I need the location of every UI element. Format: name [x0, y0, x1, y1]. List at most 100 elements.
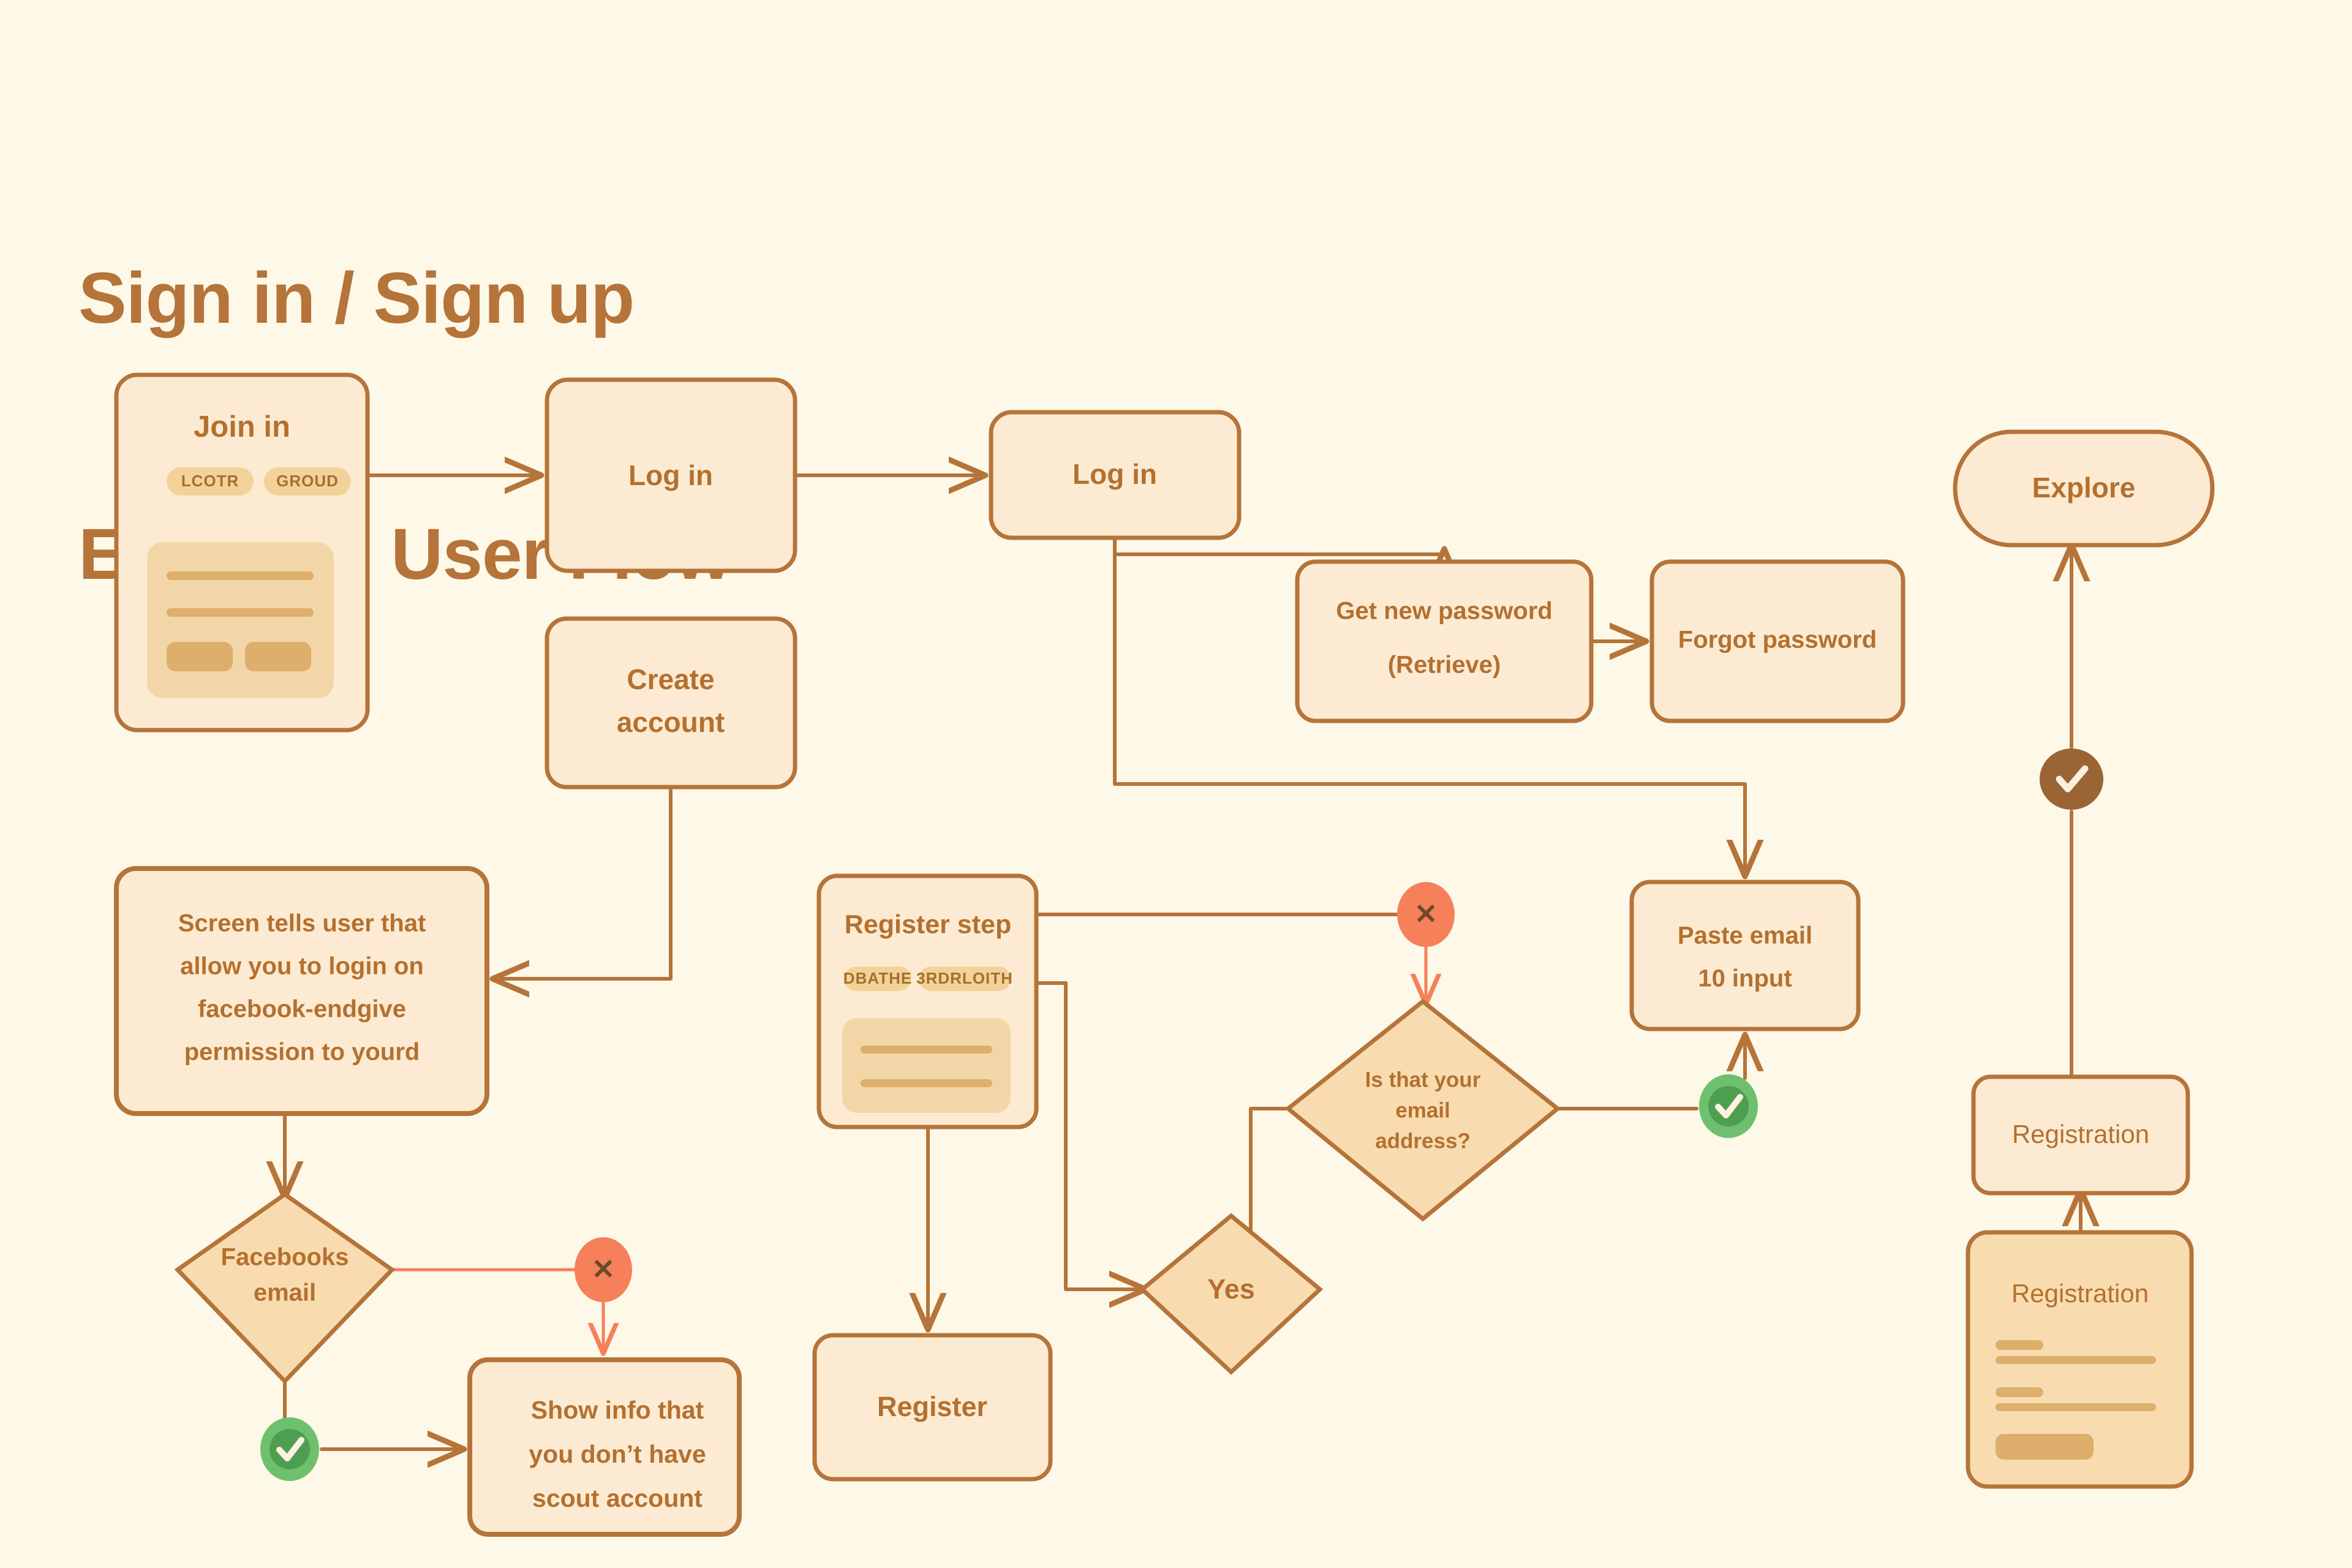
- join-in-input-line-1: [167, 571, 314, 580]
- chip-register-2[interactable]: [919, 967, 1011, 991]
- node-create-account-body: [545, 616, 797, 790]
- node-is-that-your-email-line-2: email: [1395, 1098, 1450, 1122]
- node-screen-tells-line-4: permission to yourd: [184, 1039, 420, 1066]
- join-in-input-line-2: [167, 608, 314, 617]
- edge-createaccount-to-screen: [496, 785, 673, 979]
- node-join-in[interactable]: Join in LCOTR GROUD: [114, 372, 370, 733]
- node-facebooks-email-label-1: Facebooks: [221, 1244, 349, 1271]
- title-line-1: Sign in / Sign up: [78, 258, 635, 339]
- node-create-account[interactable]: Create account: [545, 616, 797, 790]
- node-is-that-your-email-body: [1284, 998, 1561, 1222]
- badge-error-register-step-circle: [1397, 882, 1455, 947]
- node-show-info-line-3: scout account: [532, 1484, 703, 1512]
- node-paste-email-body: [1629, 880, 1861, 1031]
- node-get-new-password-label-1: Get new password: [1336, 598, 1552, 625]
- badge-success-email[interactable]: [1699, 1074, 1758, 1138]
- node-registration-1-body: [1971, 1074, 2190, 1196]
- node-show-info-line-2: you don’t have: [529, 1440, 706, 1468]
- node-show-info-line-1: Show info that: [531, 1396, 704, 1424]
- register-step-input-line-1: [861, 1046, 992, 1054]
- badge-neutral-explore-circle: [2040, 748, 2103, 810]
- node-paste-email-label-2: 10 input: [1698, 965, 1792, 992]
- node-screen-tells-line-2: allow you to login on: [180, 953, 424, 980]
- chip-join-1[interactable]: [167, 467, 254, 496]
- node-forgot-password[interactable]: Forgot password: [1649, 559, 1905, 723]
- registration-2-field-line-2: [1996, 1403, 2156, 1411]
- chip-register-2-label: 3RDRLOITH: [916, 969, 1013, 987]
- node-screen-tells-user-body: [114, 866, 489, 1116]
- registration-2-submit-button[interactable]: [1996, 1434, 2094, 1460]
- node-show-info[interactable]: Show info that you don’t have scout acco…: [467, 1357, 742, 1537]
- node-paste-email[interactable]: Paste email 10 input: [1629, 880, 1861, 1031]
- registration-2-field-line-1: [1996, 1356, 2156, 1364]
- chip-register-1-label: DBATHE: [843, 969, 912, 987]
- registration-2-field-label-2: [1996, 1387, 2043, 1397]
- chip-register-1[interactable]: [844, 967, 911, 991]
- node-yes-label: Yes: [1207, 1273, 1255, 1305]
- node-yes[interactable]: Yes: [1139, 1213, 1324, 1375]
- edge-registerstep-to-yes: [1035, 981, 1142, 1289]
- node-show-info-body: [467, 1357, 742, 1537]
- node-forgot-password-label: Forgot password: [1678, 627, 1877, 654]
- node-explore[interactable]: Explore: [1953, 429, 2215, 548]
- chip-join-1-label: LCOTR: [181, 472, 239, 490]
- node-get-new-password-body: [1295, 559, 1594, 723]
- node-register-step-label: Register step: [845, 910, 1011, 939]
- node-log-in-2-label: Log in: [1072, 458, 1157, 490]
- chip-join-2[interactable]: [264, 467, 351, 496]
- node-facebooks-email-body: [174, 1191, 396, 1385]
- badge-success-email-inner: [1708, 1086, 1749, 1126]
- badge-success-facebooks[interactable]: [260, 1417, 319, 1481]
- edge-login2-to-pasteemail: [1113, 536, 1745, 873]
- node-registration-2[interactable]: Registration: [1966, 1230, 2194, 1489]
- x-icon: ✕: [592, 1253, 616, 1285]
- node-create-account-label-2: account: [617, 706, 725, 738]
- node-log-in-1-label: Log in: [628, 459, 713, 491]
- node-registration-2-label: Registration: [2011, 1279, 2149, 1308]
- node-register[interactable]: Register: [812, 1333, 1053, 1482]
- check-icon: [1715, 1094, 1743, 1118]
- badge-error-register-step[interactable]: ✕: [1397, 882, 1455, 947]
- node-get-new-password[interactable]: Get new password (Retrieve): [1295, 559, 1594, 723]
- node-register-step[interactable]: Register step DBATHE 3RDRLOITH: [816, 873, 1039, 1129]
- node-register-body: [812, 1333, 1053, 1482]
- node-explore-body: [1953, 429, 2215, 548]
- node-registration-1-label: Registration: [2012, 1120, 2149, 1148]
- node-is-that-your-email-line-3: address?: [1375, 1129, 1471, 1153]
- node-register-label: Register: [877, 1391, 987, 1422]
- check-icon: [276, 1437, 304, 1461]
- node-is-that-your-email-line-1: Is that your: [1365, 1068, 1481, 1091]
- node-screen-tells-line-1: Screen tells user that: [178, 910, 426, 937]
- node-yes-body: [1139, 1213, 1324, 1375]
- join-in-button-2[interactable]: [245, 642, 311, 671]
- registration-2-field-label-1: [1996, 1340, 2043, 1350]
- join-in-form-panel: [147, 542, 334, 698]
- check-icon: [2056, 765, 2089, 793]
- node-log-in-1-body: [545, 377, 797, 573]
- node-get-new-password-label-2: (Retrieve): [1388, 652, 1501, 679]
- register-step-form-panel: [842, 1018, 1011, 1113]
- edge-login2-to-getnewpass: [1113, 536, 1444, 554]
- node-facebooks-email-label-2: email: [254, 1280, 316, 1306]
- node-is-that-your-email[interactable]: Is that your email address?: [1284, 998, 1561, 1222]
- node-forgot-password-body: [1649, 559, 1905, 723]
- node-join-in-label: Join in: [194, 410, 290, 443]
- badge-success-facebooks-inner: [270, 1429, 310, 1469]
- node-registration-1[interactable]: Registration: [1971, 1074, 2190, 1196]
- node-create-account-label-1: Create: [627, 663, 714, 695]
- x-icon: ✕: [1414, 898, 1438, 930]
- node-screen-tells-line-3: facebook-endgive: [198, 996, 406, 1023]
- node-explore-label: Explore: [2032, 472, 2136, 503]
- node-log-in-1[interactable]: Log in: [545, 377, 797, 573]
- badge-error-facebooks[interactable]: ✕: [575, 1237, 632, 1302]
- chip-join-2-label: GROUD: [276, 472, 339, 490]
- register-step-input-line-2: [861, 1079, 992, 1087]
- node-facebooks-email[interactable]: Facebooks email: [174, 1191, 396, 1385]
- badge-error-facebooks-circle: [575, 1237, 632, 1302]
- node-screen-tells-user[interactable]: Screen tells user that allow you to logi…: [114, 866, 489, 1116]
- badge-neutral-explore[interactable]: [2040, 748, 2103, 810]
- node-log-in-2[interactable]: Log in: [989, 410, 1242, 540]
- join-in-button-1[interactable]: [167, 642, 233, 671]
